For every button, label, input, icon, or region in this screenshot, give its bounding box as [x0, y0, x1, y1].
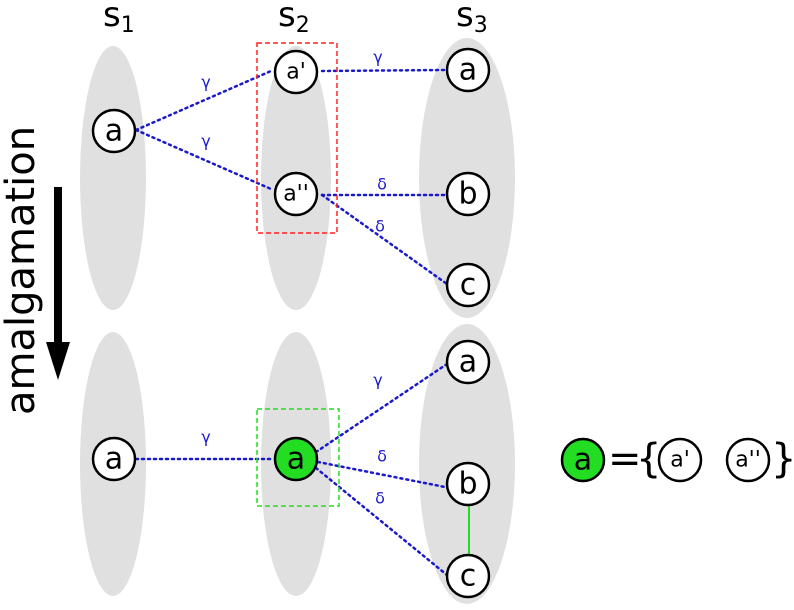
top-s1-node-a: a — [91, 108, 137, 154]
equation-member-a2: a'' — [725, 437, 771, 483]
amalgamation-label: amalgamation — [0, 126, 44, 415]
top-edge-s1a-s2a2 — [134, 128, 273, 191]
bottom-s1-node-a: a — [91, 436, 137, 482]
bottom-s3-node-b: b — [445, 461, 491, 507]
equation-lhs-node: a — [560, 437, 606, 483]
bottom-edge-s2a-s3b — [316, 460, 447, 489]
svg-text:c: c — [460, 559, 477, 594]
equation-member-a1: a' — [657, 437, 703, 483]
svg-text:a': a' — [670, 448, 690, 473]
svg-text:a: a — [574, 443, 592, 478]
top-merge-box — [256, 42, 338, 234]
amalgamation-arrow-head — [46, 342, 70, 380]
svg-text:a: a — [459, 345, 477, 380]
bottom-edge-label-2: γ — [373, 371, 382, 390]
svg-text:c: c — [460, 268, 477, 303]
equation: a = { a' a'' } — [560, 436, 794, 483]
column-label-s3: s3 — [456, 0, 488, 38]
svg-text:a': a' — [286, 60, 306, 85]
top-edge-s2a1-s3a — [320, 68, 447, 73]
bottom-s3-node-c: c — [445, 553, 491, 599]
top-s3-node-b: b — [445, 171, 491, 217]
svg-text:b: b — [458, 177, 477, 212]
s1-top-ellipse — [80, 46, 146, 310]
bottom-edge-s2a-s3c — [314, 466, 449, 577]
bottom-edge-label-3: δ — [377, 447, 387, 466]
svg-text:a'': a'' — [735, 448, 761, 473]
top-s3-node-c: c — [445, 262, 491, 308]
bottom-merge-box — [256, 408, 340, 507]
svg-text:a'': a'' — [283, 182, 309, 207]
column-label-s2: s2 — [278, 0, 310, 38]
top-edge-label-2: γ — [201, 132, 210, 151]
equation-close-brace: } — [771, 436, 794, 482]
svg-text:a: a — [287, 442, 305, 477]
top-s2-node-a2: a'' — [273, 171, 319, 217]
top-edge-label-1: γ — [201, 73, 210, 92]
top-edge-s1a-s2a1 — [134, 69, 273, 132]
bottom-edge-label-1: γ — [201, 428, 210, 447]
svg-text:b: b — [458, 467, 477, 502]
svg-text:a: a — [105, 442, 123, 477]
equation-equals: = — [608, 436, 642, 482]
bottom-s2-node-merged: a — [273, 436, 319, 482]
top-edge-label-3: γ — [373, 48, 382, 67]
top-s2-node-a1: a' — [273, 49, 319, 95]
top-edge-label-5: δ — [375, 217, 385, 236]
svg-text:a: a — [105, 114, 123, 149]
equation-open-brace: { — [636, 436, 661, 482]
top-s3-node-a: a — [445, 47, 491, 93]
top-edge-s2a2-s3c — [320, 193, 449, 286]
bottom-edge-label-4: δ — [375, 489, 385, 508]
svg-text:a: a — [459, 53, 477, 88]
bottom-s3-node-a: a — [445, 339, 491, 385]
top-edge-label-4: δ — [377, 175, 387, 194]
column-label-s1: s1 — [103, 0, 135, 38]
bottom-edge-s2a-s3a — [314, 362, 449, 454]
